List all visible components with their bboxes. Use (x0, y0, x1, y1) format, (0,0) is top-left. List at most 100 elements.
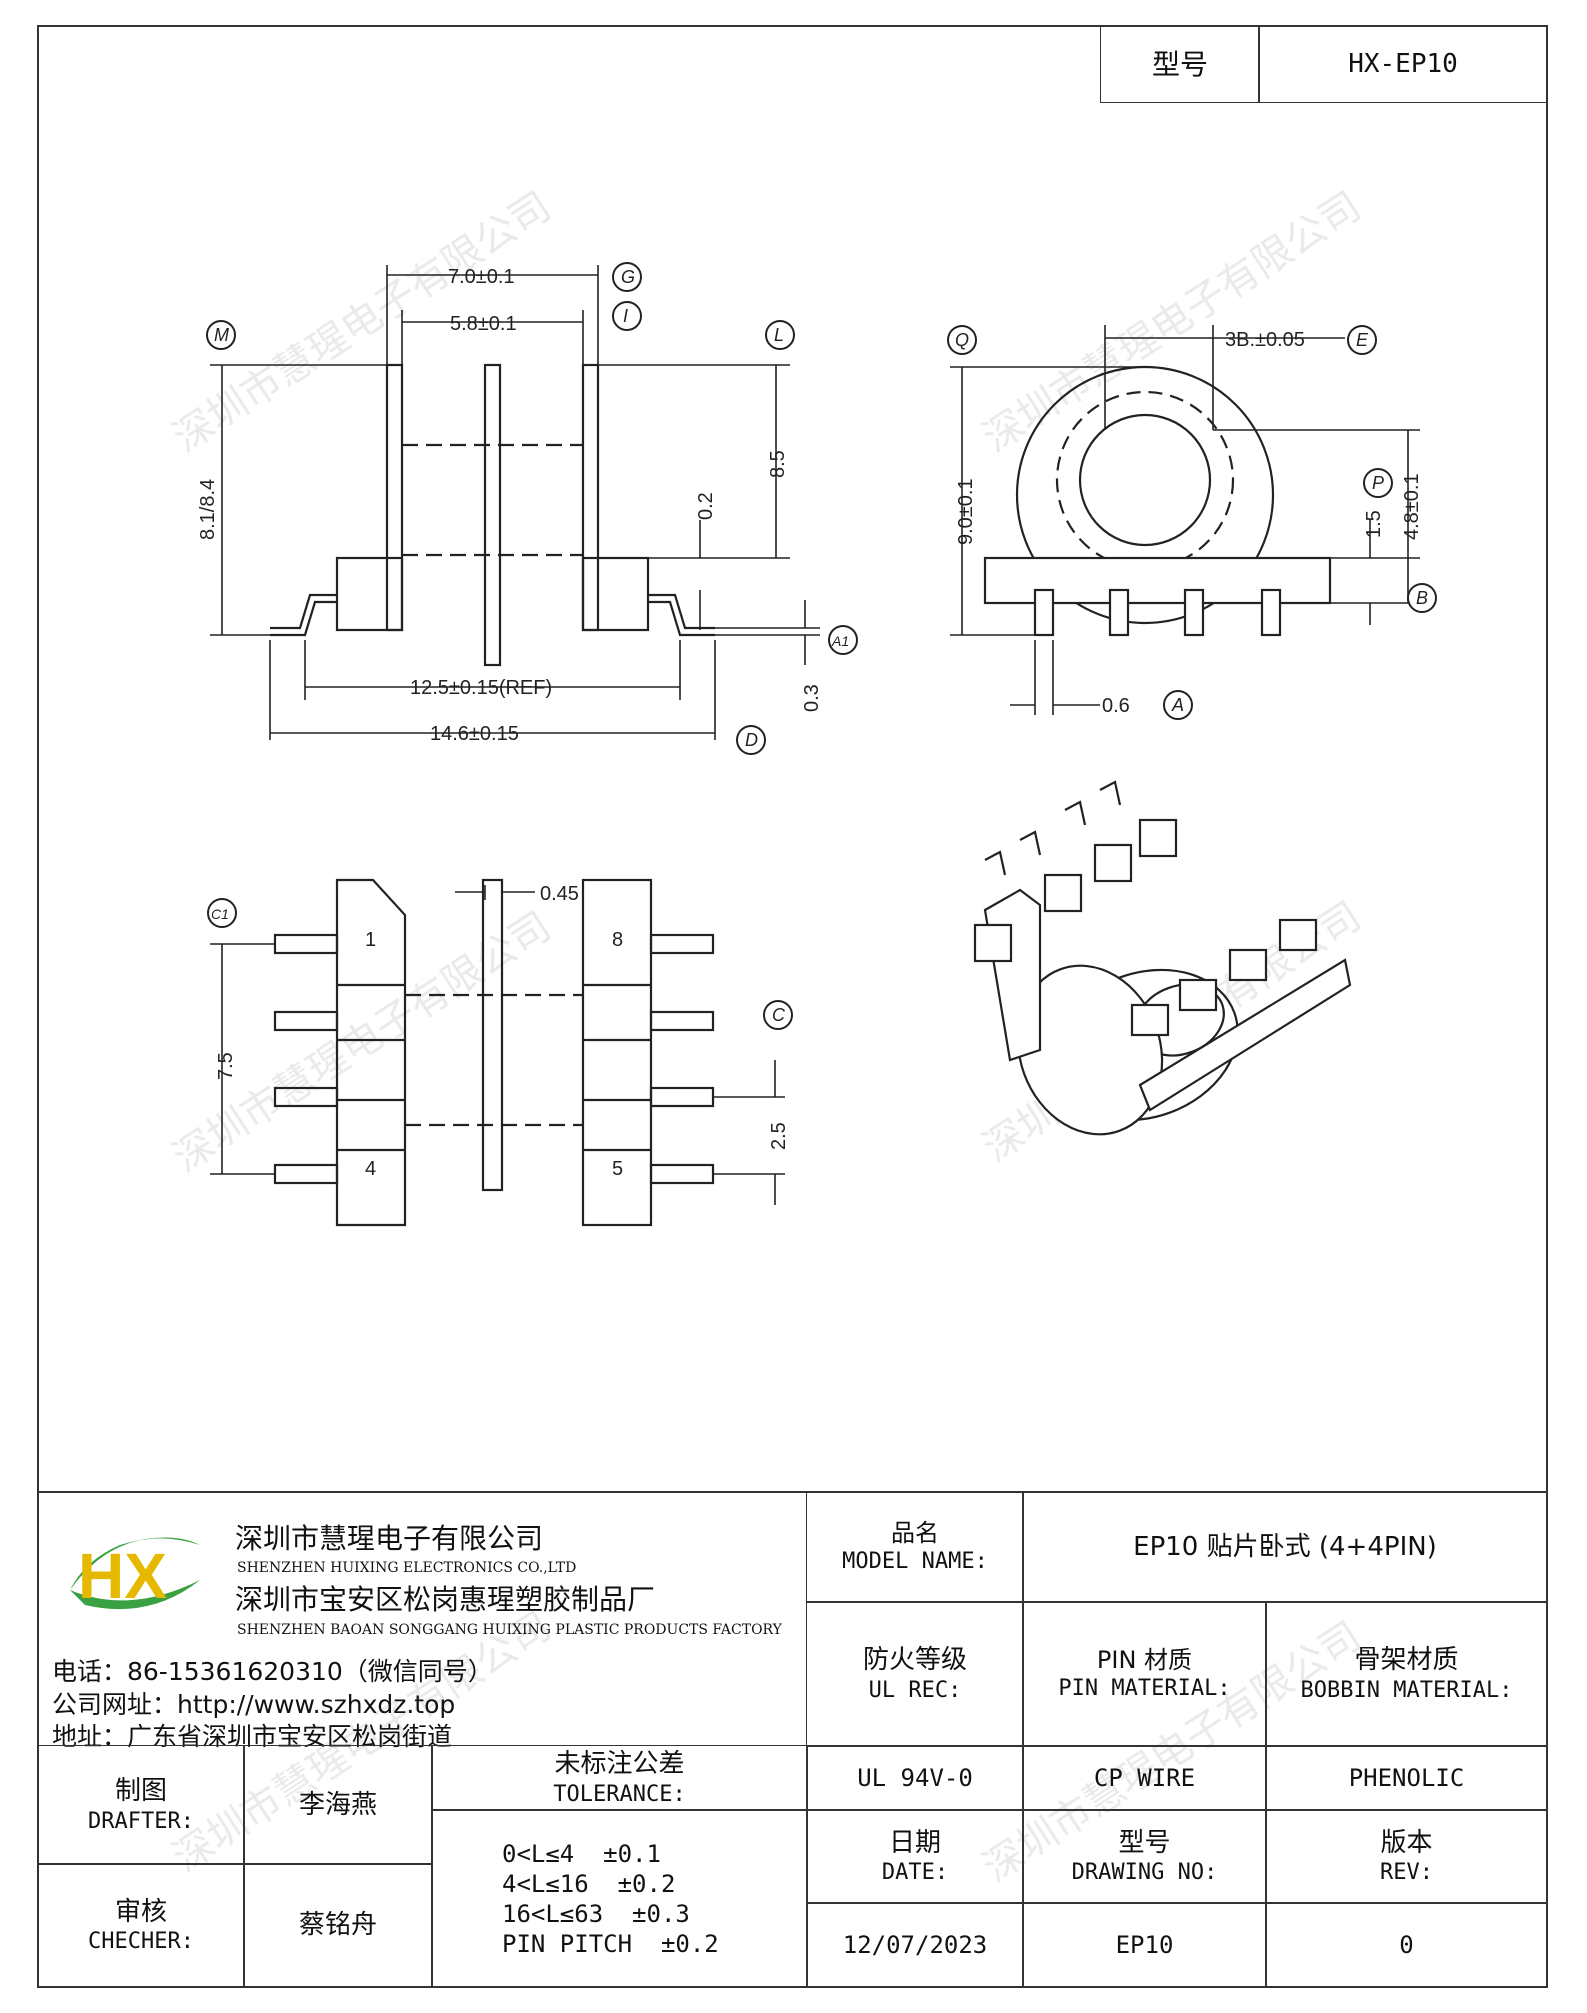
bottom-dim-labels: 7.5 2.5 0.45 1 4 5 8 (215, 883, 790, 1180)
drawing-no-value-text: EP10 (1115, 1931, 1174, 1959)
technical-drawing: 7.0±0.1 5.8±0.1 8.1/8.4 8.5 0.2 12.5±0.1… (197, 262, 1437, 1227)
right-base (581, 556, 650, 632)
callout-l: L (774, 325, 784, 345)
drawing-no-value: EP10 (1022, 1902, 1267, 1988)
dim-step: 1.5 (1363, 510, 1385, 538)
tolerance-label-cn: 未标注公差 (554, 1749, 685, 1779)
factory-name-cn: 深圳市宝安区松岗惠瑆塑胶制品厂 (235, 1583, 656, 1616)
bottom-dims (210, 885, 785, 1205)
title-block (37, 1491, 1548, 1990)
company-web: 公司网址：http://www.szhxdz.top (52, 1690, 456, 1719)
right-pin (648, 593, 715, 630)
callout-p: P (1372, 473, 1384, 493)
date-label-cn: 日期 (888, 1827, 941, 1858)
dim-gap: 0.2 (695, 492, 717, 520)
date-label-en: DATE: (881, 1860, 949, 1885)
pin-material-label: PIN 材质 PIN MATERIAL: (1022, 1601, 1267, 1747)
rev-label-cn: 版本 (1380, 1827, 1433, 1858)
pin-material-value-text: CP WIRE (1093, 1764, 1196, 1792)
pin-material-label-en: PIN MATERIAL: (1058, 1676, 1231, 1702)
tolerance-label: 未标注公差 TOLERANCE: (431, 1745, 808, 1811)
date-value-text: 12/07/2023 (842, 1931, 988, 1959)
front-dim-labels: 7.0±0.1 5.8±0.1 8.1/8.4 8.5 0.2 12.5±0.1… (197, 266, 823, 745)
company-address: 地址：广东省深圳市宝安区松岗街道 (52, 1722, 453, 1751)
company-name-cn: 深圳市慧瑆电子有限公司 (235, 1522, 544, 1555)
core-dash-circle (1055, 390, 1235, 570)
side-pin-2 (1108, 588, 1130, 637)
checker-value-text: 蔡铭舟 (298, 1910, 377, 1941)
dim-dia: 3B.±0.05 (1225, 329, 1305, 351)
front-view (270, 363, 715, 667)
factory-name-en: SHENZHEN BAOAN SONGGANG HUIXING PLASTIC … (237, 1622, 782, 1638)
company-cell-border (806, 1491, 807, 1988)
checker-label-en: CHECHER: (88, 1929, 194, 1954)
checker-label-cn: 审核 (114, 1896, 167, 1927)
tolerance-row-4: PIN PITCH ±0.2 (502, 1929, 719, 1958)
bottom-right-rail (581, 878, 653, 1227)
front-dims (210, 265, 820, 740)
side-dim-labels: 3B.±0.05 9.0±0.1 4.8±0.1 1.5 0.6 (955, 329, 1423, 717)
dim-w-inner: 5.8±0.1 (450, 313, 517, 335)
pin-1-label: 1 (365, 929, 376, 951)
drafter-label: 制图 DRAFTER: (37, 1745, 245, 1865)
center-flange (483, 363, 502, 667)
drafter-value: 李海燕 (243, 1745, 433, 1865)
dim-pin-w: 0.6 (1102, 695, 1130, 717)
side-view (983, 365, 1332, 637)
dim-height: 9.0±0.1 (955, 478, 977, 545)
bottom-center-flange (481, 878, 504, 1192)
bottom-view (273, 878, 715, 1227)
bobbin-material-value-text: PHENOLIC (1348, 1764, 1465, 1792)
header-model-label: 型号 (1100, 25, 1260, 103)
model-name-value-text: EP10 贴片卧式 (4+4PIN) (1133, 1531, 1437, 1562)
checker-label: 审核 CHECHER: (37, 1863, 245, 1988)
drawing-no-label-cn: 型号 (1118, 1827, 1171, 1858)
callout-c1: C1 (211, 906, 229, 922)
side-pin-3 (1183, 588, 1205, 637)
callout-c: C (772, 1005, 786, 1025)
flame-label: 防火等级 UL REC: (806, 1601, 1024, 1747)
drawing-no-label-en: DRAWING NO: (1071, 1860, 1218, 1885)
dim-h-right: 8.5 (767, 450, 789, 478)
drafter-label-cn: 制图 (114, 1776, 167, 1806)
left-base (335, 556, 404, 632)
side-pin-1 (1033, 588, 1055, 637)
rev-value: 0 (1265, 1902, 1548, 1988)
left-flange (385, 363, 404, 632)
model-name-label-en: MODEL NAME: (842, 1549, 988, 1575)
callout-e: E (1356, 330, 1369, 350)
dim-core-h: 4.8±0.1 (1401, 473, 1423, 540)
model-name-value: EP10 贴片卧式 (4+4PIN) (1022, 1491, 1548, 1603)
dim-h-left: 8.1/8.4 (197, 479, 219, 540)
callout-m: M (214, 325, 229, 345)
callouts (206, 262, 1437, 1030)
isometric-view (973, 780, 1352, 1136)
flame-value-text: UL 94V-0 (857, 1764, 973, 1792)
dim-pin-t: 0.3 (801, 684, 823, 712)
pin-8-label: 8 (612, 929, 623, 951)
date-value: 12/07/2023 (806, 1902, 1024, 1988)
tolerance-row-2: 4<L≤16 ±0.2 (502, 1869, 676, 1898)
logo-h: HX (78, 1540, 167, 1612)
dim-flange: 0.45 (540, 883, 579, 905)
pin-material-value: CP WIRE (1022, 1745, 1267, 1811)
callout-q: Q (955, 330, 969, 350)
callout-g: G (621, 267, 635, 287)
date-label: 日期 DATE: (806, 1809, 1024, 1904)
drafter-label-en: DRAFTER: (88, 1808, 194, 1834)
right-flange (581, 363, 600, 632)
model-name-label-cn: 品名 (891, 1519, 939, 1548)
company-phone: 电话：86-15361620310（微信同号） (52, 1657, 493, 1686)
tolerance-row-1: 0<L≤4 ±0.1 (502, 1839, 661, 1868)
header-model-value: HX-EP10 (1258, 25, 1548, 103)
rev-label-en: REV: (1380, 1860, 1433, 1885)
side-pin-4 (1260, 588, 1282, 637)
company-name-en: SHENZHEN HUIXING ELECTRONICS CO.,LTD (237, 1560, 577, 1576)
bobbin-material-label-en: BOBBIN MATERIAL: (1300, 1677, 1513, 1703)
dim-span-total: 14.6±0.15 (430, 723, 519, 745)
company-logo-icon: HX (70, 1537, 200, 1612)
bobbin-material-label-cn: 骨架材质 (1354, 1645, 1459, 1675)
header-model-value-text: HX-EP10 (1348, 48, 1458, 79)
drawing-no-label: 型号 DRAWING NO: (1022, 1809, 1267, 1904)
bobbin-material-label: 骨架材质 BOBBIN MATERIAL: (1265, 1601, 1548, 1747)
